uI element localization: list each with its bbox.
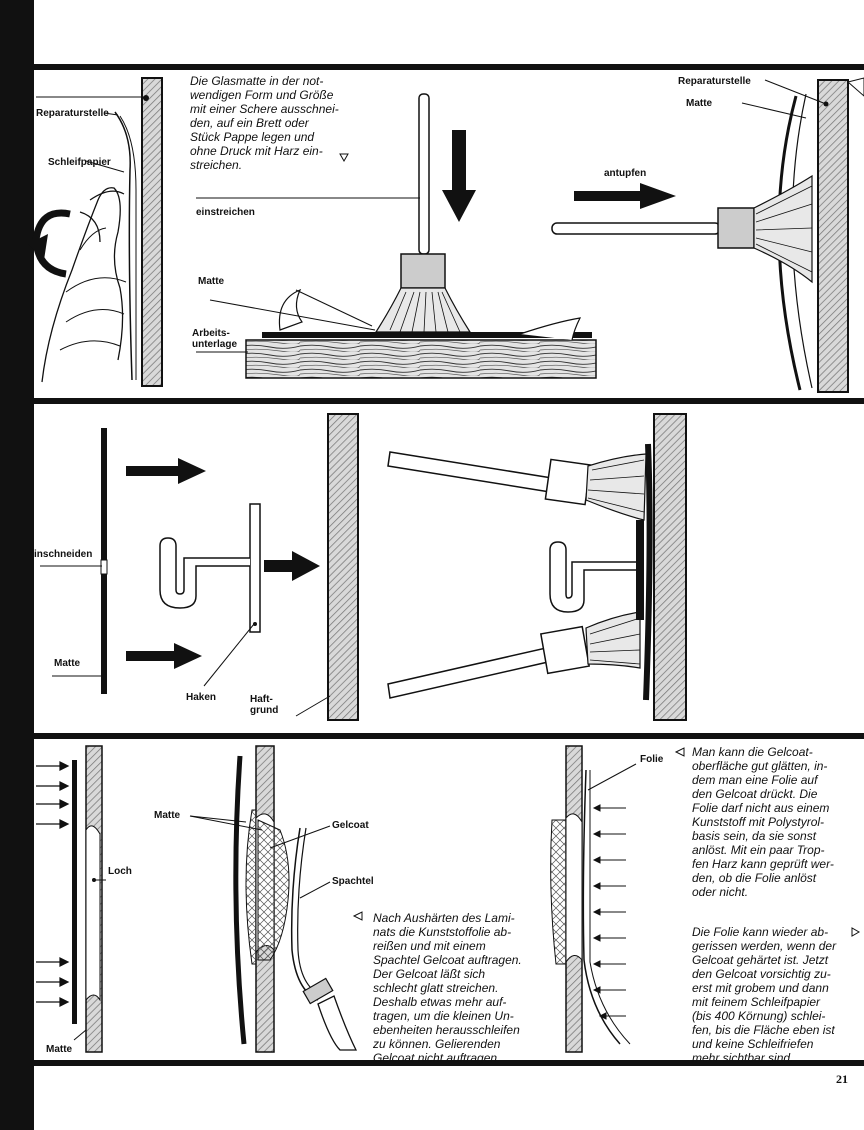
text-line: den Gelcoat drückt. Die [692,787,818,801]
text-line: Die Folie kann wieder ab- [692,925,829,939]
label-haken: Haken [186,692,217,703]
marker-triangle-down [339,153,349,163]
label-einstreichen: einstreichen [196,207,255,218]
text-gelcoat-glaetten: Man kann die Gelcoat- oberfläche gut glä… [692,745,852,899]
sanding-hand-drawing [28,77,163,387]
label-arbeitsunterlage-2: unterlage [192,339,238,350]
text-line: fen Harz kann geprüft wer- [692,857,834,871]
text-line: den, auf ein Brett oder [190,116,309,130]
text-line: Der Gelcoat läßt sich [373,967,486,981]
mat-with-hook-drawing [40,413,359,721]
label-gelcoat: Gelcoat [332,820,369,831]
text-line: den Gelcoat vorsichtig zu- [692,967,831,981]
text-nach-aushaerten: Nach Aushärten des Lami- nats die Kunsts… [373,911,535,1065]
text-line: fen, bis die Fläche eben ist [692,1023,835,1037]
text-folie-abreissen: Die Folie kann wieder ab- gerissen werde… [692,925,850,1065]
text-line: ohne Druck mit Harz ein- [190,144,323,158]
dabbing-brush-drawing [551,77,864,393]
text-line: reißen und mit einem [373,939,486,953]
text-line: oder nicht. [692,885,749,899]
text-line: anlöst. Mit ein paar Trop- [692,843,825,857]
label-loch: Loch [108,866,132,877]
text-line: den, ob die Folie anlöst [692,871,817,885]
text-glasmatte: Die Glasmatte in der not- wendigen Form … [190,74,352,172]
text-line: Die Glasmatte in der not- [190,74,324,88]
gelcoat-spatula-drawing [189,745,358,1053]
foil-drawing [550,745,637,1053]
divider-bottom [34,1060,864,1066]
text-line: dem man eine Folie auf [692,773,818,787]
text-line: Nach Aushärten des Lami- [373,911,515,925]
text-line: Kunststoff mit Polystyrol- [692,815,825,829]
text-line: streichen. [190,158,243,172]
text-line: mit einer Schere ausschnei- [190,102,339,116]
text-line: mehr sichtbar sind. [692,1051,794,1065]
mat-over-hole-drawing [36,745,106,1053]
text-line: ebenheiten herausschleifen [373,1023,520,1037]
text-line: Folie darf nicht aus einem [692,801,830,815]
divider-top [34,64,864,70]
text-line: wendigen Form und Größe [190,88,334,102]
text-line: und keine Schleifriefen [692,1037,814,1051]
marker-triangle-left-1 [352,911,363,921]
text-line: erst mit grobem und dann [692,981,829,995]
text-line: Stück Pappe legen und [190,130,315,144]
label-matte-p1: Matte [198,276,225,287]
marker-triangle-right [851,927,861,937]
label-folie: Folie [640,754,664,765]
label-matte-p3-mid: Matte [154,810,181,821]
text-line: Gelcoat gehärtet ist. Jetzt [692,953,829,967]
label-haftgrund-1: Haft- [250,694,273,705]
label-schleifpapier: Schleifpapier [48,157,111,168]
label-spachtel: Spachtel [332,876,374,887]
text-line: Spachtel Gelcoat auftragen. [373,953,522,967]
page-number: 21 [836,1072,848,1086]
label-haftgrund-2: grund [250,705,279,716]
page-spine-bar [0,0,34,1130]
brush-on-board-drawing [196,93,597,379]
two-brushes-drawing [387,413,687,721]
label-reparaturstelle-left: Reparaturstelle [36,108,109,119]
text-line: schlecht glatt streichen. [373,981,499,995]
divider-2 [34,733,864,739]
marker-triangle-left-2 [674,747,685,757]
label-inschneiden: inschneiden [34,549,93,560]
text-line: gerissen werden, wenn der [692,939,837,953]
text-line: (bis 400 Körnung) schlei- [692,1009,826,1023]
label-antupfen: antupfen [604,168,647,179]
text-line: mit feinem Schleifpapier [692,995,821,1009]
label-arbeitsunterlage-1: Arbeits- [192,328,230,339]
label-matte-right: Matte [686,98,713,109]
label-matte-p3-bottom: Matte [46,1044,73,1055]
text-line: Gelcoat nicht auftragen. [373,1051,501,1065]
text-line: Deshalb etwas mehr auf- [373,995,507,1009]
text-line: oberfläche gut glätten, in- [692,759,828,773]
text-line: Man kann die Gelcoat- [692,745,813,759]
label-reparaturstelle-right: Reparaturstelle [678,76,751,87]
label-matte-p2: Matte [54,658,81,669]
text-line: nats die Kunststoffolie ab- [373,925,512,939]
text-line: tragen, um die kleinen Un- [373,1009,514,1023]
text-line: zu können. Gelierenden [373,1037,501,1051]
text-line: basis sein, da sie sonst [692,829,817,843]
divider-1 [34,398,864,404]
